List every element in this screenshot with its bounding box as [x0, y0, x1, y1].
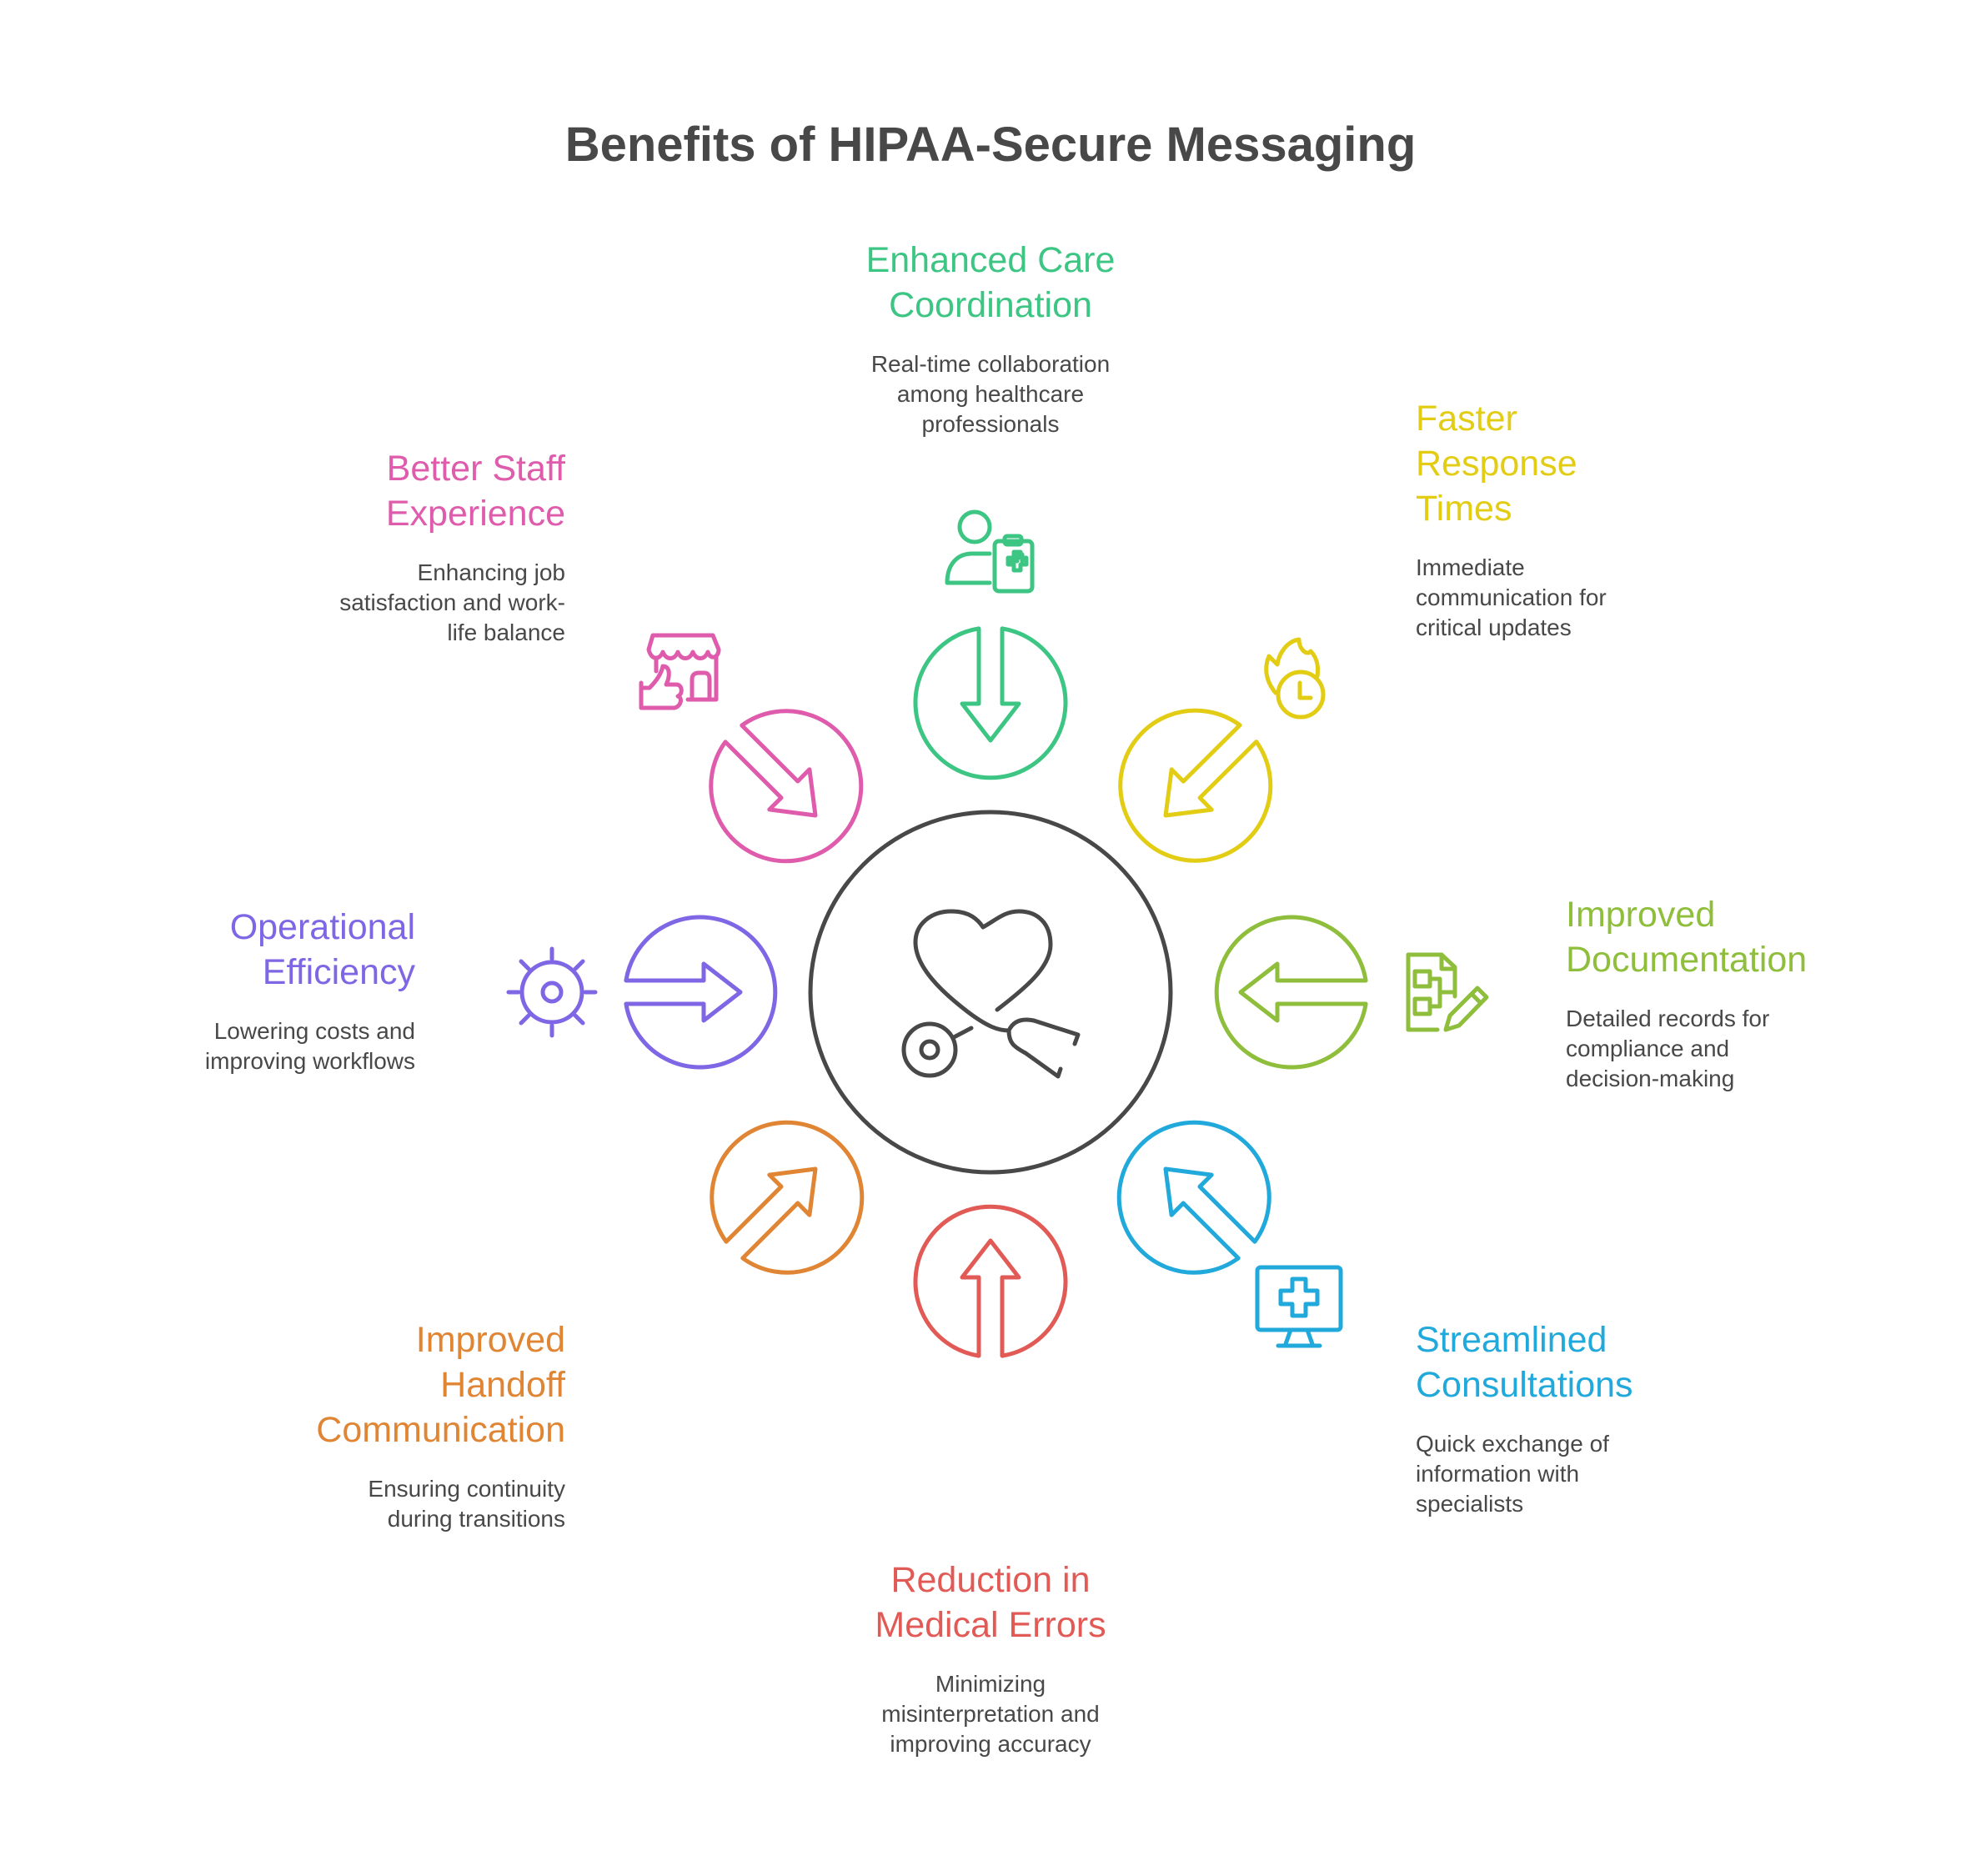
benefit-node-handoff — [710, 1120, 865, 1275]
document-flowchart-pencil-icon — [1406, 952, 1489, 1032]
benefit-title-line: Times — [1416, 489, 1512, 529]
benefit-description-line: Ensuring continuity — [368, 1476, 565, 1502]
benefit-title-line: Communication — [316, 1410, 565, 1450]
benefit-description-line: Minimizing — [935, 1671, 1046, 1697]
heart-stethoscope-icon — [901, 909, 1081, 1079]
arrow-pin-staff-experience — [709, 709, 864, 864]
benefit-description-line: improving accuracy — [890, 1731, 1091, 1757]
benefit-description: Quick exchange of information with special… — [1416, 1429, 1733, 1519]
arrow-pin-care-coordination — [913, 626, 1068, 780]
benefit-node-care-coordination — [913, 509, 1068, 780]
benefit-node-medical-errors — [913, 1204, 1068, 1358]
benefit-description-line: misinterpretation and — [881, 1701, 1100, 1727]
fire-clock-icon — [1264, 637, 1326, 720]
benefit-node-consultations — [1116, 1120, 1343, 1348]
benefit-description-line: Quick exchange of — [1416, 1431, 1609, 1457]
benefit-description-line: critical updates — [1416, 614, 1572, 640]
benefit-title-line: Improved — [415, 1320, 565, 1360]
benefit-node-efficiency — [506, 915, 778, 1070]
benefit-title-line: Enhanced Care — [865, 240, 1116, 280]
benefit-description: Real-time collaboration among healthcare p… — [832, 349, 1149, 439]
patient-clipboard-icon — [945, 509, 1035, 594]
arrow-pin-handoff — [710, 1120, 865, 1275]
benefit-description-line: compliance and — [1566, 1036, 1730, 1061]
benefit-node-faster-response — [1118, 637, 1326, 863]
benefit-title-line: Coordination — [889, 285, 1092, 325]
benefit-description-line: improving workflows — [204, 1048, 415, 1074]
benefit-title-line: Operational — [229, 907, 415, 947]
benefit-description-line: decision-making — [1566, 1066, 1735, 1091]
benefit-description-line: life balance — [447, 619, 565, 645]
benefit-description-line: Lowering costs and — [213, 1018, 415, 1044]
benefit-description-line: specialists — [1416, 1491, 1524, 1517]
benefit-description: Minimizing misinterpretation and improving… — [832, 1669, 1149, 1759]
benefit-description-line: professionals — [921, 411, 1060, 437]
benefit-description: Enhancing job satisfaction and work-life … — [248, 558, 565, 648]
arrow-pin-consultations — [1116, 1120, 1271, 1275]
benefit-title-line: Consultations — [1416, 1365, 1633, 1405]
arrow-pin-medical-errors — [913, 1204, 1068, 1358]
benefit-title-line: Experience — [385, 494, 565, 534]
benefit-description: Lowering costs and improving workflows — [98, 1016, 415, 1076]
storefront-thumbs-up-icon — [639, 633, 721, 710]
benefit-description: Immediate communication for critical updat… — [1416, 553, 1733, 643]
center-circle — [808, 810, 1173, 1175]
benefit-description: Ensuring continuity during transitions — [248, 1474, 565, 1534]
benefit-title-line: Response — [1416, 444, 1577, 484]
benefit-node-staff-experience — [639, 633, 864, 864]
benefit-title-line: Improved — [1566, 895, 1716, 935]
arrow-pin-documentation — [1214, 915, 1368, 1070]
arrow-pin-efficiency — [624, 915, 778, 1070]
benefit-title-line: Faster — [1416, 399, 1517, 439]
benefit-title-line: Reduction in — [890, 1560, 1091, 1600]
arrow-pin-faster-response — [1118, 708, 1273, 863]
benefit-title-line: Documentation — [1566, 940, 1808, 980]
benefit-description-line: communication for — [1416, 584, 1607, 610]
benefit-description: Detailed records for compliance and decisi… — [1566, 1004, 1883, 1094]
benefit-description-line: information with — [1416, 1461, 1580, 1487]
benefit-description-line: Enhancing job — [417, 559, 565, 585]
benefit-title-line: Better Staff — [386, 449, 565, 489]
benefit-title-line: Streamlined — [1416, 1320, 1607, 1360]
benefit-node-documentation — [1214, 915, 1489, 1070]
benefit-description-line: among healthcare — [896, 381, 1085, 407]
gear-cog-icon — [506, 946, 598, 1038]
benefit-description-line: satisfaction and work- — [339, 589, 565, 615]
diagram-title: Benefits of HIPAA-Secure Messaging — [564, 118, 1417, 172]
benefit-title: Reduction in Medical Errors — [832, 1557, 1149, 1648]
benefit-title-line: Medical Errors — [875, 1605, 1106, 1645]
benefit-title-line: Handoff — [440, 1365, 565, 1405]
benefit-description-line: Real-time collaboration — [870, 351, 1111, 377]
benefit-title-line: Efficiency — [262, 952, 415, 992]
benefit-description-line: Immediate — [1416, 554, 1525, 580]
center-node — [808, 810, 1173, 1175]
monitor-medical-cross-icon — [1255, 1265, 1343, 1348]
benefit-description-line: during transitions — [387, 1506, 565, 1532]
benefit-description-line: Detailed records for — [1566, 1006, 1770, 1031]
